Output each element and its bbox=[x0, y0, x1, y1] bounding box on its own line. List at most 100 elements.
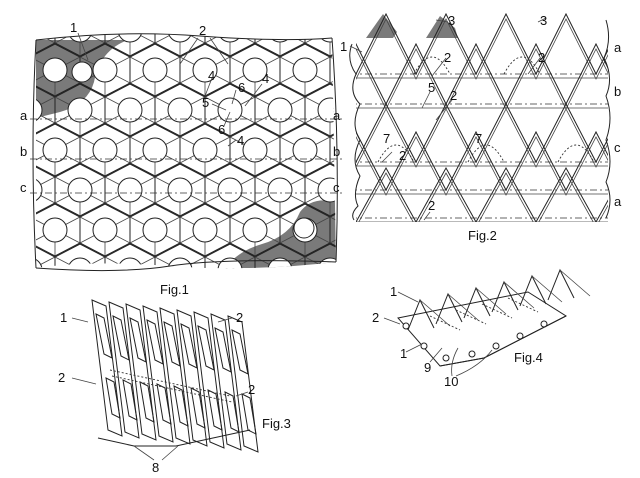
fig3-window-lower bbox=[156, 383, 172, 425]
fig3-label-2a: 2 bbox=[236, 310, 243, 325]
fig4-ridge-crest bbox=[531, 275, 563, 303]
fig1-label-c-right: c bbox=[333, 180, 340, 195]
fig1-hole bbox=[292, 57, 318, 83]
fig1-diagonal bbox=[0, 257, 5, 283]
fig4-ridge bbox=[547, 268, 575, 301]
fig1-diagonal bbox=[204, 33, 256, 44]
fig3-window-upper bbox=[197, 325, 215, 371]
fig1-diagonal bbox=[154, 256, 206, 269]
fig1-diagonal bbox=[204, 256, 256, 269]
fig3-window-lower bbox=[241, 393, 257, 435]
fig1-diagonal bbox=[0, 217, 30, 243]
fig1-hole bbox=[368, 258, 392, 282]
fig1-hole bbox=[267, 33, 293, 43]
fig1-hole bbox=[42, 57, 68, 83]
fig1-hole bbox=[192, 217, 218, 243]
fig1-label-c-left: c bbox=[20, 180, 27, 195]
fig1-hole bbox=[0, 218, 17, 242]
fig1-top-edge bbox=[35, 33, 333, 41]
fig1-hole bbox=[317, 177, 336, 203]
fig1-diagonal bbox=[355, 257, 405, 283]
fig3-window-upper bbox=[231, 329, 249, 375]
fig4-caption: Fig.4 bbox=[514, 350, 543, 365]
fig1-hole bbox=[67, 97, 93, 123]
fig2-label-1: 1 bbox=[340, 39, 347, 54]
fig4-hole bbox=[402, 322, 410, 330]
fig1-hex-cell bbox=[0, 4, 5, 56]
fig2-leader-3b bbox=[537, 17, 547, 23]
fig3-pleat-plate bbox=[210, 313, 242, 451]
fig3-leader-1 bbox=[71, 317, 89, 323]
fig1-hex-cell bbox=[0, 244, 5, 296]
fig1-diagonal bbox=[0, 97, 5, 123]
fig2-leader-2d bbox=[381, 151, 393, 163]
fig3-label-2b: 2 bbox=[58, 370, 65, 385]
fig1-hole bbox=[117, 177, 143, 203]
fig1-leader-4a bbox=[204, 77, 213, 97]
fig1-hole bbox=[267, 257, 293, 269]
fig1-label-6a: 6 bbox=[238, 80, 245, 95]
fig3-leader-8b bbox=[161, 445, 179, 461]
fig1-diagonal bbox=[254, 256, 306, 269]
fig3-window-lower bbox=[224, 391, 240, 433]
fig1-label-4c: 4 bbox=[237, 133, 244, 148]
fig1-diagonal bbox=[0, 217, 30, 243]
fig2-label-b: b bbox=[614, 84, 621, 99]
fig1-hole bbox=[142, 217, 168, 243]
fig2-zigzag-layer bbox=[356, 130, 608, 192]
fig1-diagonal bbox=[0, 97, 5, 123]
fig1-leader-6a bbox=[231, 89, 237, 105]
fig1-hole bbox=[117, 33, 143, 43]
fig3-label-1: 1 bbox=[60, 310, 67, 325]
fig1-hex-cell bbox=[0, 44, 30, 96]
fig1-diagonal bbox=[36, 96, 56, 124]
fig2-label-7a: 7 bbox=[383, 131, 390, 146]
fig4-label-9: 9 bbox=[424, 360, 431, 375]
fig2-dotted-arch bbox=[377, 144, 415, 163]
fig1-diagonal bbox=[0, 257, 5, 283]
fig2-leader-2a bbox=[431, 57, 447, 77]
fig3-window-upper bbox=[129, 317, 147, 363]
fig1-hole bbox=[36, 97, 43, 123]
fig4-ridge bbox=[435, 292, 463, 325]
fig1-hole bbox=[42, 137, 68, 163]
fig1-hole bbox=[217, 97, 243, 123]
fig4-hole bbox=[492, 342, 500, 350]
fig4-ridge-crest bbox=[419, 299, 451, 327]
fig1-hole bbox=[142, 137, 168, 163]
fig1-hole bbox=[142, 57, 168, 83]
fig1-hole bbox=[117, 97, 143, 123]
fig4-label-1b: 1 bbox=[400, 346, 407, 361]
fig3-dotted-line bbox=[111, 375, 233, 403]
fig1-label-5: 5 bbox=[202, 95, 209, 110]
fig4-ridge bbox=[519, 274, 547, 307]
fig1-diagonal bbox=[104, 33, 156, 44]
fig1-hole bbox=[0, 58, 17, 82]
fig1-hole bbox=[92, 137, 118, 163]
fig1-label-1: 1 bbox=[70, 20, 77, 35]
fig3-pleat-plate bbox=[193, 311, 225, 449]
fig4-leader-10a bbox=[451, 347, 459, 377]
fig2-label-c: c bbox=[614, 140, 621, 155]
fig2-dotted-arch bbox=[557, 144, 595, 163]
fig3-pleat-plate bbox=[125, 303, 157, 441]
fig3-window-upper bbox=[95, 313, 113, 359]
fig1-diagonal bbox=[204, 256, 256, 269]
fig1-diagonal bbox=[0, 57, 30, 83]
fig1-diagonal bbox=[54, 33, 106, 44]
fig4-hole bbox=[420, 342, 428, 350]
fig1-diagonal bbox=[104, 256, 156, 269]
fig1-hole bbox=[217, 177, 243, 203]
fig4-dotted-row bbox=[481, 303, 513, 319]
fig1-diagonal bbox=[329, 56, 336, 84]
fig1-hex-cell bbox=[380, 204, 430, 256]
fig1-diagonal bbox=[36, 256, 56, 269]
fig1-diagonal bbox=[0, 17, 5, 43]
fig1-hole bbox=[267, 177, 293, 203]
fig3-leader-2b bbox=[71, 377, 97, 385]
fig4-leader-1a bbox=[397, 291, 419, 303]
fig1-hex-cell bbox=[355, 244, 405, 296]
fig1-hole bbox=[217, 257, 243, 269]
fig2-label-2a: 2 bbox=[444, 50, 451, 65]
fig4-dotted-row bbox=[455, 309, 487, 325]
